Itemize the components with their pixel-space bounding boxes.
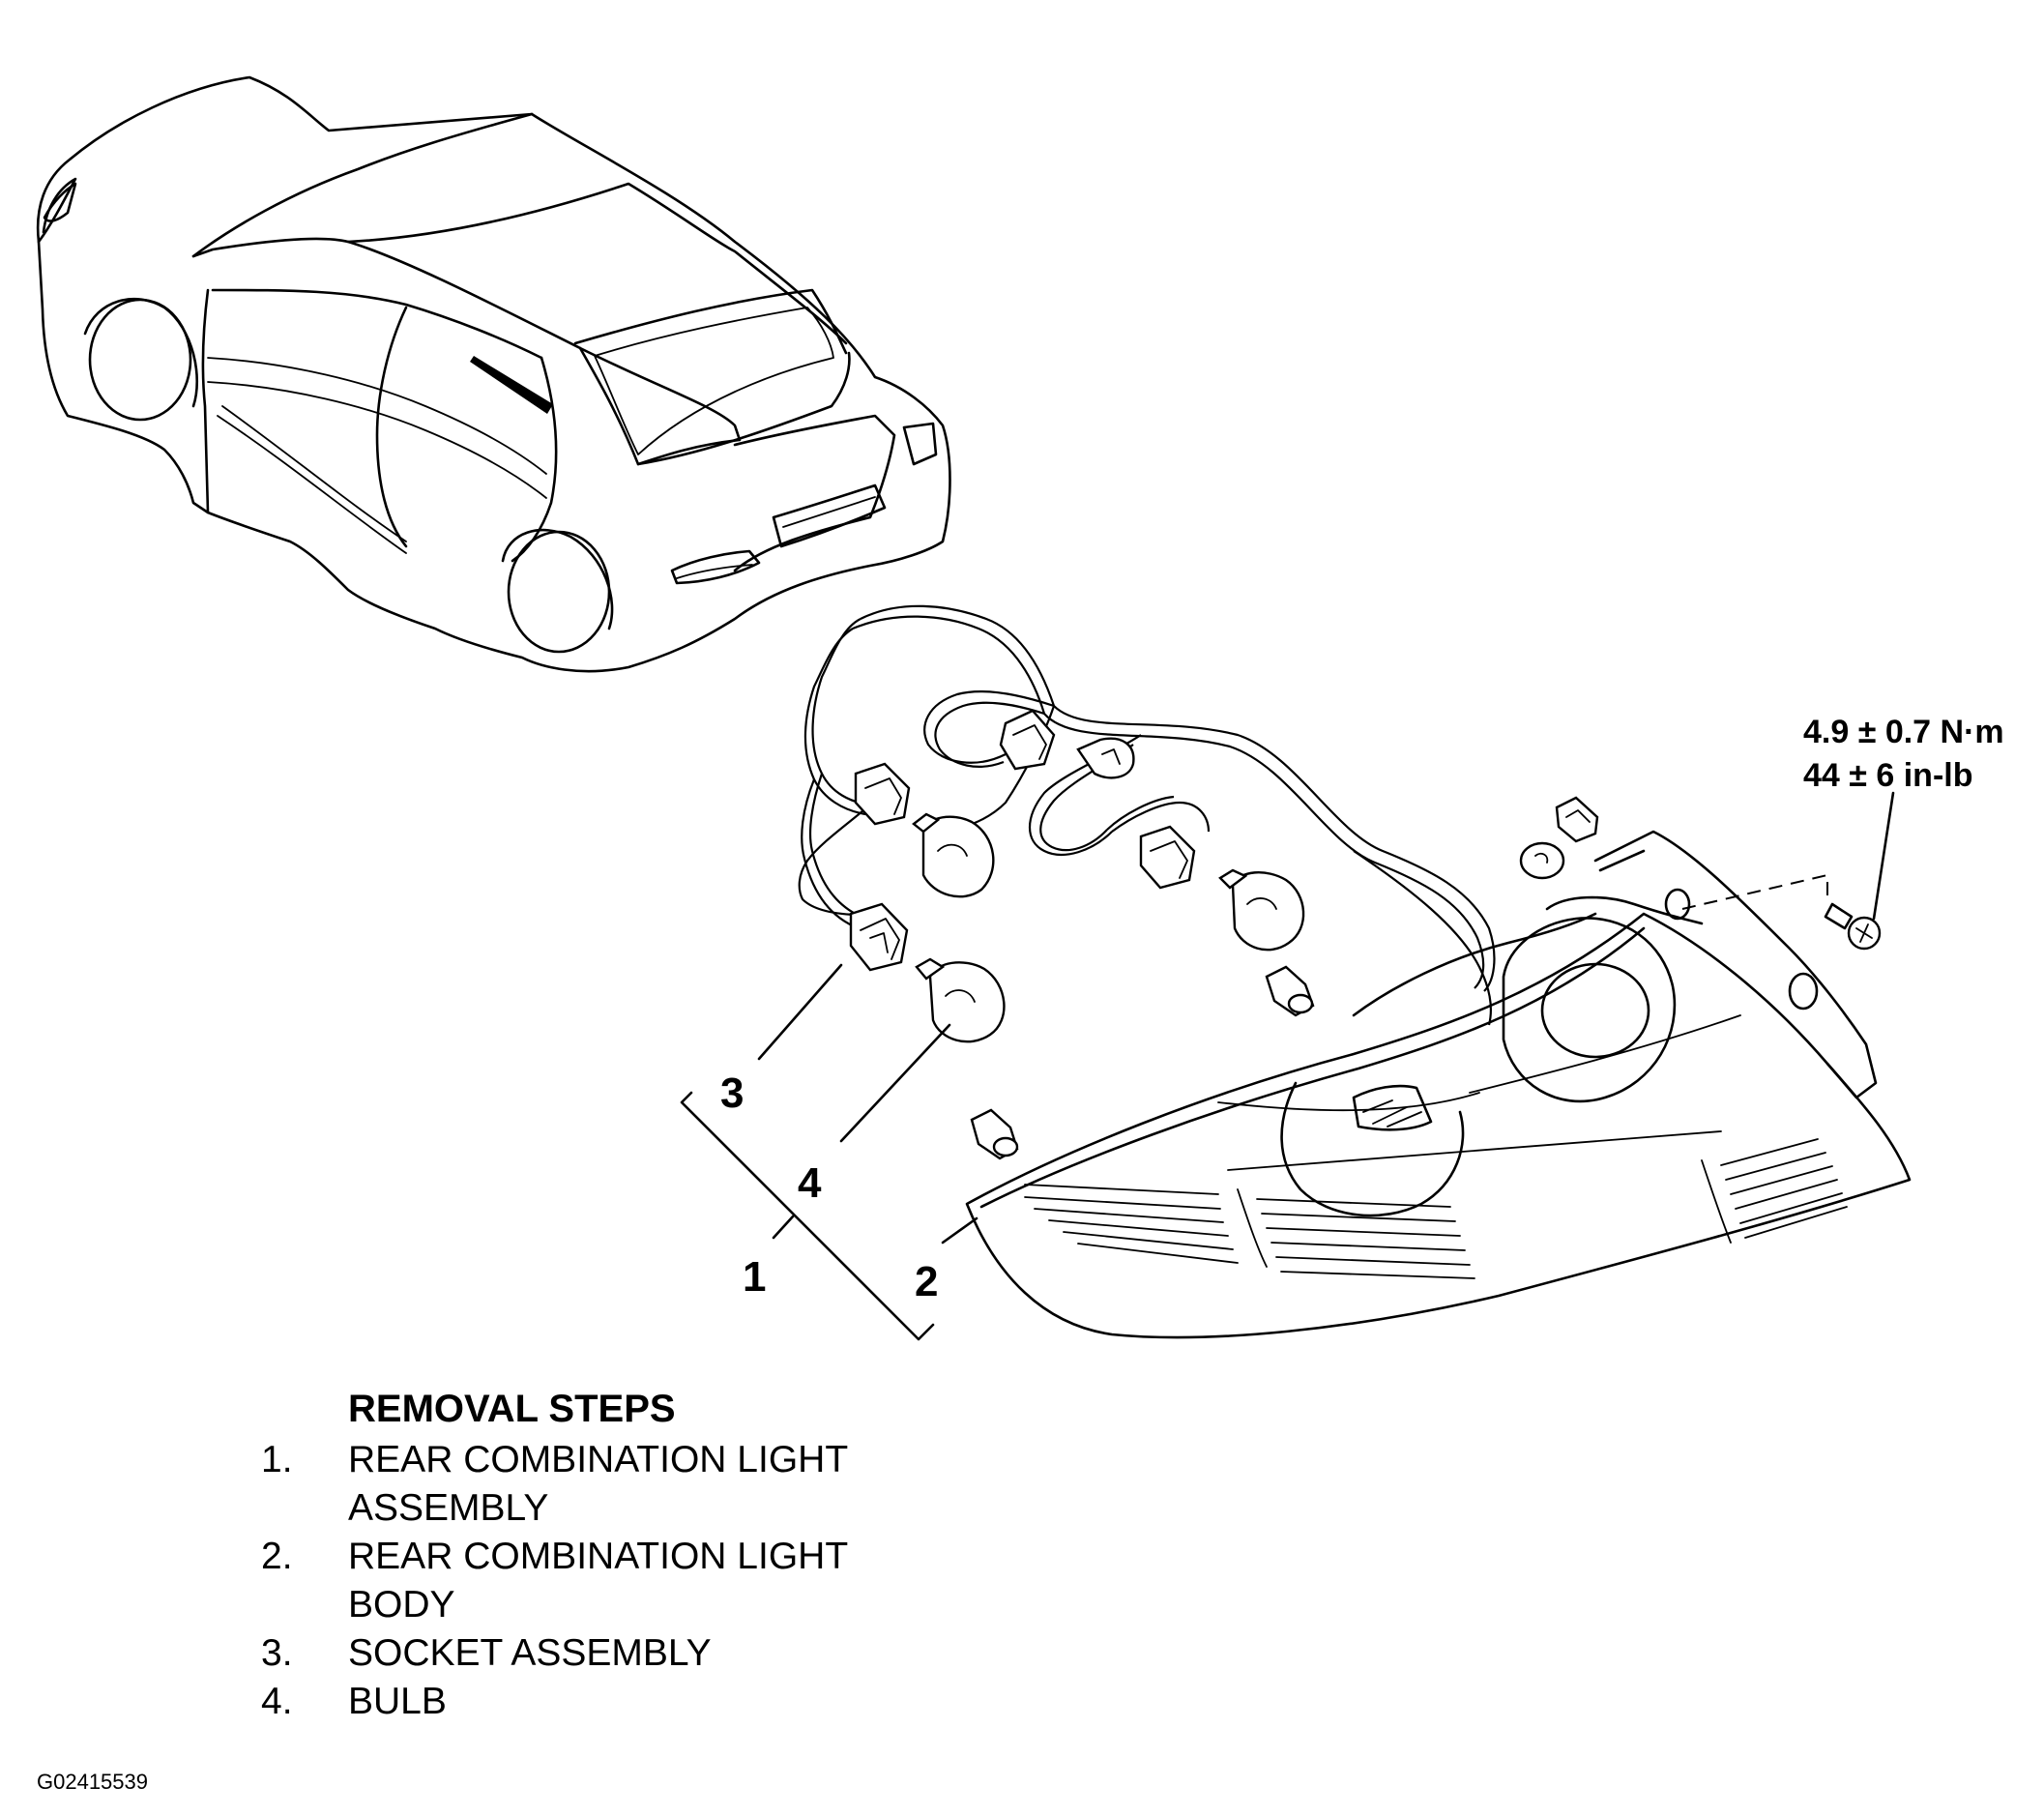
screw-fastener (1681, 873, 1882, 951)
grommet-top (1519, 841, 1565, 880)
bulb-right-mid (1218, 868, 1305, 952)
lens-ribs (1024, 1138, 1848, 1279)
sockets-and-bulbs (849, 709, 1305, 1043)
callout-2: 2 (915, 1258, 938, 1305)
step-3-text: SOCKET ASSEMBLY (348, 1632, 712, 1674)
step-1-number: 1. (261, 1439, 293, 1480)
removal-steps: REMOVAL STEPS 1. REAR COMBINATION LIGHT … (261, 1388, 848, 1722)
step-2-number: 2. (261, 1536, 293, 1577)
step-2-text-cont: BODY (348, 1584, 455, 1626)
clips-and-grommets (970, 796, 1599, 1160)
socket-left-mid (854, 762, 911, 826)
callout-4: 4 (798, 1159, 822, 1207)
socket-top (999, 709, 1056, 771)
socket-right-mid (1139, 825, 1196, 890)
socket-assembly-3 (849, 902, 909, 972)
callout-3: 3 (720, 1069, 744, 1117)
step-4-text: BULB (348, 1681, 447, 1722)
step-3-number: 3. (261, 1632, 293, 1674)
bulb-4 (915, 957, 1006, 1043)
removal-steps-title: REMOVAL STEPS (348, 1388, 676, 1430)
bulb-left-mid (912, 812, 995, 898)
clip-mid (1265, 965, 1315, 1017)
step-2-text: REAR COMBINATION LIGHT (348, 1536, 848, 1577)
torque-metric: 4.9 ± 0.7 N·m (1803, 714, 2004, 750)
bulb-top (1076, 737, 1135, 779)
step-1-text: REAR COMBINATION LIGHT (348, 1439, 848, 1480)
step-4-number: 4. (261, 1681, 293, 1722)
callout-1: 1 (743, 1253, 766, 1301)
callout-leaders (680, 791, 1895, 1341)
figure-id: G02415539 (37, 1770, 148, 1794)
torque-imperial: 44 ± 6 in-lb (1803, 757, 1972, 794)
rear-combination-light-body (965, 830, 1912, 1339)
clip-top (1555, 796, 1599, 843)
car-illustration (36, 75, 951, 673)
clip-bottom (970, 1108, 1019, 1160)
step-1-text-cont: ASSEMBLY (348, 1487, 548, 1529)
